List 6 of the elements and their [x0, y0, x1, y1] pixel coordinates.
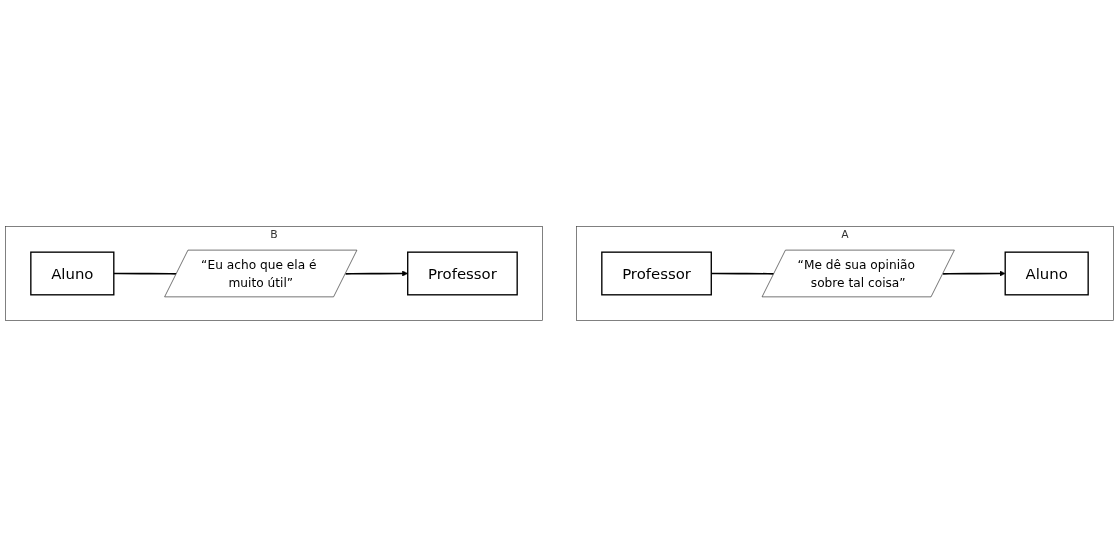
arrow [942, 270, 1006, 277]
node-box: Professor [601, 251, 712, 296]
node-box: Aluno [30, 251, 115, 296]
node-box: Aluno [1004, 251, 1089, 296]
node-box: Professor [407, 251, 518, 296]
arrow [344, 270, 408, 277]
